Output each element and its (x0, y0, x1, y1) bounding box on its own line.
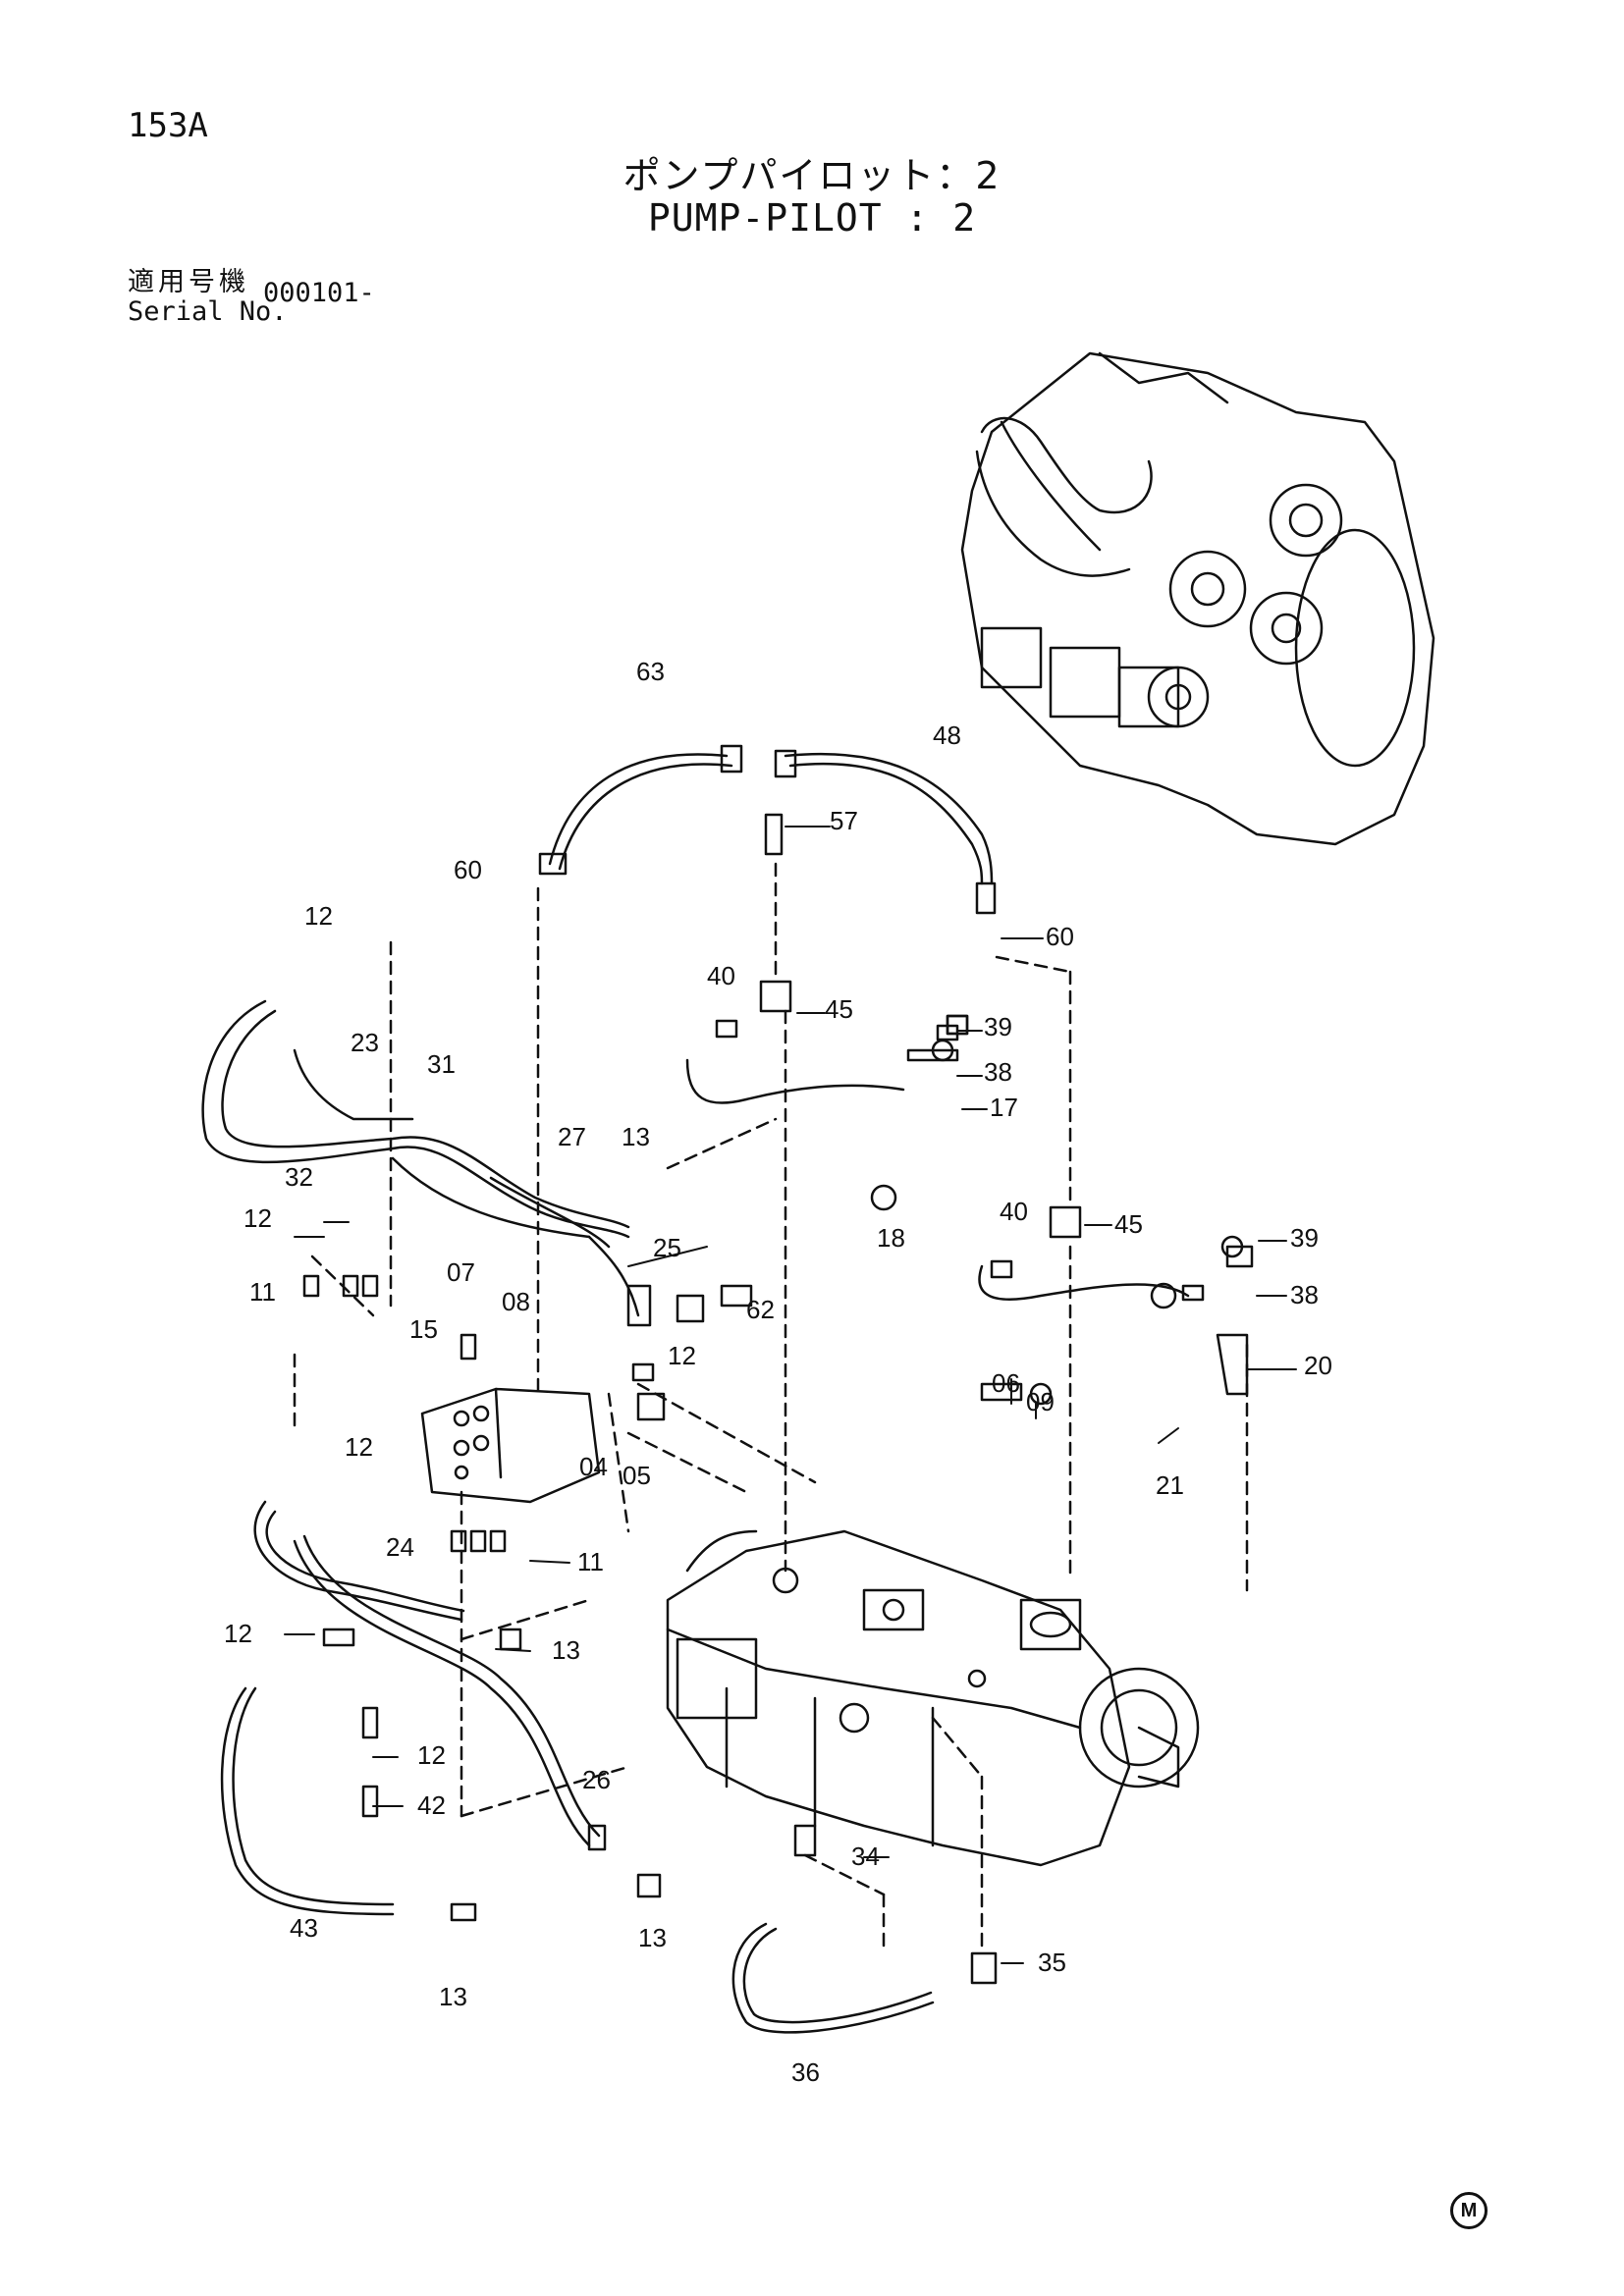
serial-label-english: Serial No. (128, 296, 288, 327)
part-label: 07 (447, 1257, 475, 1287)
part-label: 38 (1290, 1280, 1319, 1309)
part-label: 12 (345, 1432, 373, 1462)
part-label: 11 (249, 1277, 276, 1307)
serial-number-value: 000101- (263, 278, 375, 308)
part-label: 62 (746, 1295, 775, 1324)
part-label: 57 (830, 806, 858, 835)
part-label: 04 (579, 1452, 608, 1481)
part-label: 05 (623, 1461, 651, 1490)
pilot-block (420, 1387, 601, 1504)
part-label: 06 (992, 1368, 1020, 1398)
part-label: 12 (668, 1341, 696, 1370)
part-label: 60 (454, 855, 482, 884)
part-label: 31 (427, 1049, 456, 1079)
part-label: 24 (386, 1532, 414, 1562)
leader-lines (293, 862, 1249, 1955)
label-leaders (284, 826, 1297, 1964)
page-title-japanese: ポンプパイロット：2 (623, 154, 1001, 197)
part-label: 48 (933, 721, 961, 750)
part-label: 32 (285, 1162, 313, 1192)
part-label: 39 (984, 1012, 1012, 1041)
part-label: 21 (1156, 1470, 1184, 1500)
part-label: 13 (552, 1635, 580, 1665)
fittings (302, 744, 1254, 1985)
part-label: 40 (707, 961, 735, 990)
part-label: 38 (984, 1057, 1012, 1087)
part-label: 34 (851, 1842, 880, 1871)
part-label: 45 (825, 994, 853, 1024)
part-number-labels: 63 48 57 60 60 12 23 31 27 13 40 45 39 3… (224, 657, 1332, 2087)
part-label: 60 (1046, 922, 1074, 951)
part-label: 09 (1026, 1387, 1055, 1416)
page-number: 153A (128, 106, 208, 145)
part-label: 45 (1114, 1209, 1143, 1239)
part-label: 25 (653, 1233, 681, 1262)
part-label: 13 (638, 1923, 667, 1952)
part-label: 26 (582, 1765, 611, 1794)
part-label: 43 (290, 1913, 318, 1943)
part-label: 12 (244, 1203, 272, 1233)
part-label: 12 (304, 901, 333, 931)
part-label: 20 (1304, 1351, 1332, 1380)
part-label: 36 (791, 2057, 820, 2087)
manufacturer-mark: M (1450, 2192, 1488, 2229)
hoses (201, 752, 1190, 2034)
part-label: 17 (990, 1093, 1018, 1122)
serial-label-japanese: 適用号機 (128, 267, 249, 297)
part-label: 23 (351, 1028, 379, 1057)
part-label: 27 (558, 1122, 586, 1151)
page-title-english: PUMP-PILOT : 2 (647, 196, 977, 240)
part-label: 12 (224, 1619, 252, 1648)
part-label: 11 (577, 1547, 604, 1576)
part-label: 13 (439, 1982, 467, 2011)
part-label: 39 (1290, 1223, 1319, 1253)
part-label: 35 (1038, 1948, 1066, 1977)
part-label: 18 (877, 1223, 905, 1253)
part-label: 08 (502, 1287, 530, 1316)
part-label: 12 (417, 1740, 446, 1770)
part-label: 40 (1000, 1197, 1028, 1226)
part-label: 15 (409, 1314, 438, 1344)
part-label: 13 (622, 1122, 650, 1151)
part-label: 63 (636, 657, 665, 686)
engine-overview-illustration (960, 351, 1435, 846)
part-label: 42 (417, 1790, 446, 1820)
main-pump-body (666, 1529, 1200, 1867)
